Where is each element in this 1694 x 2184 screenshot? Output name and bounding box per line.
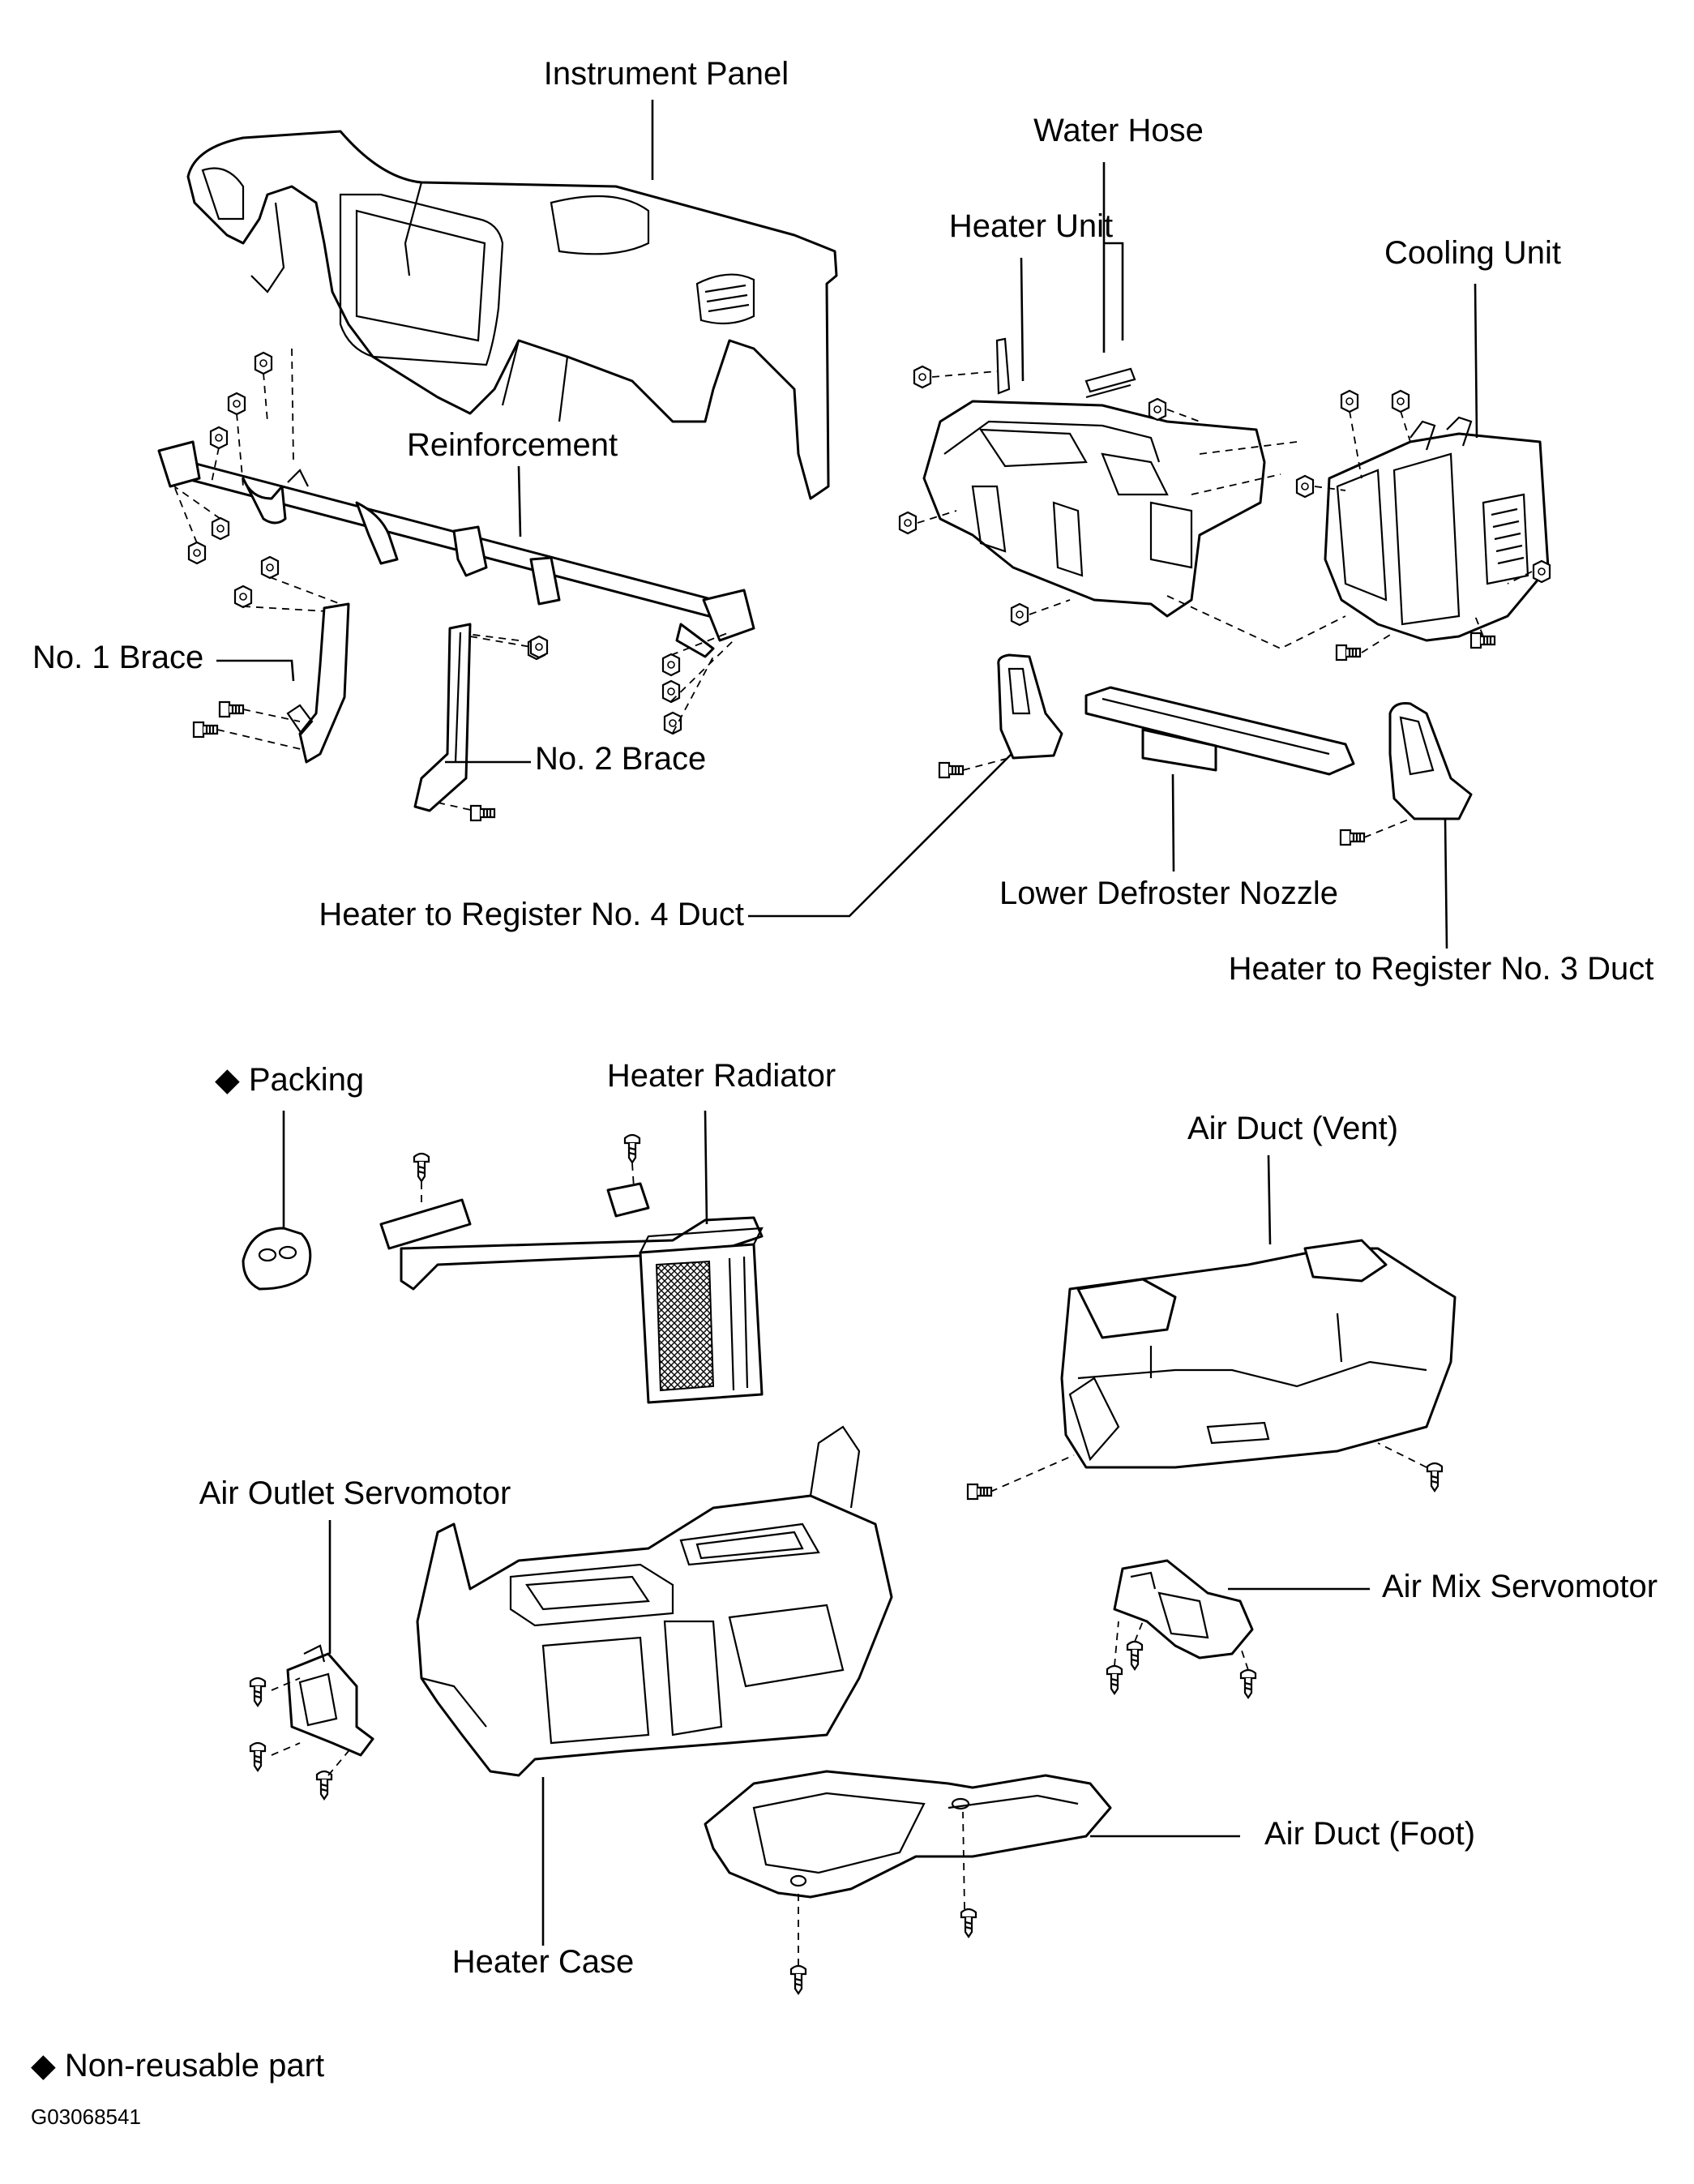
label-no2-brace: No. 2 Brace	[535, 741, 706, 777]
figure-code: G03068541	[31, 2105, 141, 2129]
label-heater-to-register-no3-duct: Heater to Register No. 3 Duct	[1229, 951, 1654, 987]
legend-non-reusable: ◆ Non-reusable part	[31, 2048, 324, 2083]
label-air-mix-servomotor: Air Mix Servomotor	[1382, 1569, 1658, 1604]
label-air-outlet-servomotor: Air Outlet Servomotor	[199, 1475, 511, 1511]
air-duct-vent-part	[966, 1239, 1457, 1501]
label-packing: ◆ Packing	[215, 1062, 364, 1098]
heater-unit-part	[898, 337, 1346, 649]
label-water-hose: Water Hose	[1033, 113, 1204, 148]
heater-case-part	[416, 1425, 893, 1777]
heater-to-register-no3-duct-part	[1339, 702, 1473, 846]
packing-part	[242, 1227, 312, 1291]
reinforcement-part	[157, 440, 755, 658]
air-duct-foot-part	[704, 1770, 1112, 1995]
reinforcement-fasteners	[173, 348, 734, 735]
label-lower-defroster-nozzle: Lower Defroster Nozzle	[999, 876, 1338, 911]
label-heater-radiator: Heater Radiator	[607, 1058, 836, 1094]
no2-brace-part	[413, 623, 549, 822]
label-instrument-panel: Instrument Panel	[544, 56, 789, 92]
label-no1-brace: No. 1 Brace	[32, 640, 203, 675]
label-air-duct-vent: Air Duct (Vent)	[1187, 1111, 1398, 1146]
label-heater-to-register-no4-duct: Heater to Register No. 4 Duct	[319, 897, 744, 932]
label-reinforcement: Reinforcement	[407, 427, 618, 463]
heater-to-register-no4-duct-part	[938, 653, 1063, 779]
label-heater-unit: Heater Unit	[949, 208, 1113, 244]
label-air-duct-foot: Air Duct (Foot)	[1264, 1816, 1475, 1852]
lower-defroster-nozzle-part	[1084, 686, 1355, 776]
label-heater-case: Heater Case	[452, 1944, 635, 1980]
instrument-panel-part	[186, 130, 838, 500]
air-outlet-servomotor-part	[249, 1644, 374, 1801]
label-cooling-unit: Cooling Unit	[1384, 235, 1561, 271]
heater-radiator-part	[379, 1133, 764, 1404]
cooling-unit-part	[1295, 389, 1551, 662]
air-mix-servomotor-part	[1106, 1559, 1257, 1699]
no1-brace-part	[192, 602, 350, 764]
